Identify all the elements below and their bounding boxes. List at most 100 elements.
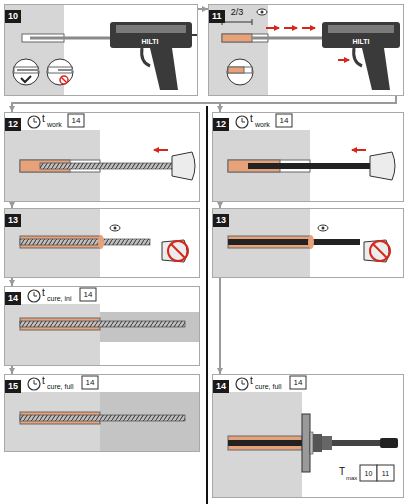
step-number: 14 bbox=[5, 292, 21, 305]
step-number: 14 bbox=[213, 380, 229, 393]
rebar-set-art bbox=[20, 239, 150, 245]
step-arrow bbox=[220, 96, 396, 112]
dispenser-injection-art bbox=[61, 77, 67, 83]
anchor-rod-set-art bbox=[322, 227, 325, 230]
rebar-set-art bbox=[162, 240, 187, 262]
step-arrow bbox=[198, 8, 208, 10]
time-subscript: work bbox=[255, 121, 270, 128]
anchor-torque-art bbox=[310, 432, 313, 454]
dispenser-withdraw-art bbox=[228, 67, 252, 73]
anchor-torque-art bbox=[212, 392, 398, 497]
dispenser-withdraw-art bbox=[222, 22, 252, 23]
step-panel: 14 bbox=[4, 286, 200, 366]
dispenser-injection-art bbox=[14, 67, 38, 73]
rebar-insert-art bbox=[4, 130, 195, 202]
dispenser-withdraw-art bbox=[338, 59, 349, 61]
step-number: 10 bbox=[5, 10, 21, 23]
brand-name: HILTI bbox=[142, 38, 159, 45]
anchor-rod-set-art bbox=[373, 244, 387, 258]
dispenser-injection-art bbox=[192, 34, 197, 36]
dispenser-injection-art bbox=[13, 59, 39, 85]
rebar-set-art bbox=[114, 227, 117, 230]
torque-subscript: max bbox=[346, 475, 357, 481]
anchor-rod-insert-art bbox=[352, 149, 366, 151]
time-symbol: t bbox=[250, 376, 253, 386]
dispenser-injection-art bbox=[17, 69, 39, 71]
dispenser-injection-art bbox=[150, 48, 178, 90]
dispenser-withdraw-art bbox=[328, 25, 394, 33]
dispenser-injection-art bbox=[116, 25, 186, 33]
brand-name: HILTI bbox=[353, 38, 370, 45]
step-panel: 11 bbox=[208, 4, 404, 96]
page-reference: 10 bbox=[365, 470, 373, 477]
step-arrow bbox=[12, 96, 396, 112]
step-number: 12 bbox=[5, 118, 21, 131]
timer-icon bbox=[242, 380, 245, 384]
time-subscript: cure, full bbox=[255, 383, 281, 390]
anchor-rod-set-art bbox=[308, 235, 314, 249]
dispenser-injection-art bbox=[30, 37, 110, 40]
dispenser-withdraw-art bbox=[302, 27, 315, 29]
rebar-full-cure-art bbox=[4, 392, 199, 452]
time-symbol: t bbox=[42, 376, 45, 386]
rebar-full-cure-art bbox=[100, 392, 199, 452]
anchor-torque-art bbox=[302, 414, 310, 472]
time-symbol: t bbox=[250, 114, 253, 124]
anchor-torque-art bbox=[313, 434, 322, 452]
time-subscript: work bbox=[47, 121, 62, 128]
rebar-insert-art bbox=[172, 152, 195, 180]
anchor-torque-art bbox=[380, 438, 398, 448]
dispenser-injection-art bbox=[21, 76, 31, 82]
timer-icon bbox=[242, 118, 245, 122]
manual-book-icon bbox=[377, 465, 394, 481]
rebar-set-art bbox=[110, 225, 120, 231]
page-reference: 14 bbox=[84, 291, 93, 299]
time-subscript: cure, full bbox=[47, 383, 73, 390]
dispenser-injection-art bbox=[47, 59, 73, 85]
dispenser-injection-art bbox=[110, 22, 192, 48]
page-reference: 14 bbox=[72, 117, 81, 125]
dispenser-withdraw-art bbox=[261, 11, 264, 14]
timer-icon bbox=[34, 118, 37, 122]
step-panel: 12 bbox=[4, 112, 200, 202]
anchor-rod-set-art bbox=[364, 240, 389, 262]
rebar-initial-cure-art bbox=[20, 321, 185, 327]
rebar-set-art bbox=[171, 244, 185, 258]
step-number: 13 bbox=[5, 214, 21, 227]
dispenser-withdraw-art bbox=[266, 27, 279, 29]
dispenser-withdraw-art bbox=[362, 48, 390, 90]
dispenser-injection-art bbox=[4, 4, 197, 96]
manual-book-icon bbox=[80, 288, 96, 301]
dispenser-withdraw-art bbox=[252, 37, 322, 40]
anchor-rod-set-art bbox=[228, 239, 360, 245]
dispenser-withdraw-art bbox=[322, 22, 400, 48]
step-panel: 13 bbox=[212, 208, 404, 278]
rebar-initial-cure-art bbox=[4, 304, 199, 366]
page-reference: 14 bbox=[86, 379, 95, 387]
fill-fraction: 2/3 bbox=[231, 8, 244, 17]
dispenser-injection-art bbox=[48, 67, 72, 73]
page-reference: 14 bbox=[280, 117, 289, 125]
timer-icon bbox=[34, 292, 37, 296]
anchor-rod-insert-art bbox=[370, 152, 395, 180]
step-panel: 13 bbox=[4, 208, 200, 278]
timer-icon bbox=[34, 380, 37, 384]
dispenser-withdraw-art bbox=[252, 19, 253, 25]
dispenser-injection-art bbox=[58, 69, 73, 71]
dispenser-withdraw-art bbox=[228, 67, 244, 73]
dispenser-withdraw-art bbox=[354, 48, 362, 66]
anchor-rod-insert-art bbox=[212, 130, 395, 202]
page-reference: 11 bbox=[382, 470, 389, 477]
torque-symbol: T bbox=[339, 467, 345, 477]
anchor-torque-art bbox=[332, 440, 382, 446]
dispenser-withdraw-art bbox=[227, 59, 253, 85]
rebar-initial-cure-art bbox=[4, 304, 100, 366]
rebar-set-art bbox=[4, 208, 188, 278]
timer-icon bbox=[28, 290, 40, 302]
manual-book-icon bbox=[276, 114, 292, 127]
anchor-torque-art bbox=[322, 436, 332, 450]
time-symbol: t bbox=[42, 288, 45, 298]
